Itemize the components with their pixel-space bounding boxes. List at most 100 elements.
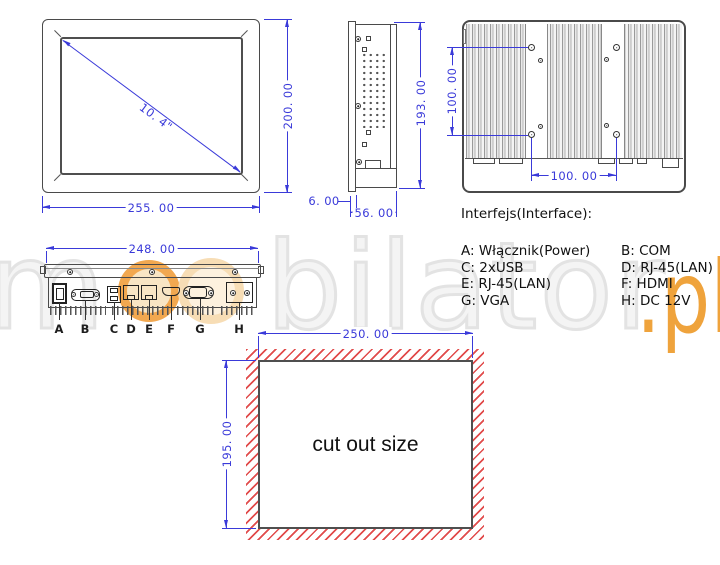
rear-edge-slot (463, 29, 466, 44)
legend-item-c: C: 2xUSB (461, 259, 524, 276)
vesa-horizontal-label: 100. 00 (548, 169, 600, 183)
bottom-heatsink-teeth (112, 306, 169, 315)
legend-item-b: B: COM (621, 243, 671, 259)
side-screw (355, 103, 361, 109)
side-slot (366, 36, 371, 41)
legend-item-g: G: VGA (461, 292, 510, 309)
legend-item-a: A: Włącznik(Power) (461, 243, 591, 259)
port-usb-bottom (110, 296, 118, 301)
port-usb-top (110, 288, 118, 293)
port-power-switch-rocker (56, 288, 64, 300)
cutout-width-label: 250. 00 (340, 327, 392, 341)
extension-line (264, 192, 292, 193)
port-vga-inner (189, 287, 207, 298)
bracket-screw (232, 269, 238, 275)
side-bezel-label: 6. 00 (308, 194, 340, 208)
rear-connector-bump (499, 158, 523, 164)
side-slot (366, 130, 371, 135)
port-vga-screw (208, 290, 214, 296)
port-lan-e-tab (145, 295, 153, 300)
bracket-screw (149, 269, 155, 275)
port-label-a: A (54, 322, 64, 336)
port-com-screw (94, 292, 99, 297)
side-connector (365, 160, 381, 169)
legend-title: Interfejs(Interface): (461, 206, 593, 222)
leader-line-c (114, 302, 115, 320)
side-depth-label: 56. 00 (352, 206, 396, 220)
port-dc-screw (244, 290, 250, 296)
vesa-hole (613, 131, 620, 138)
leader-line-g (200, 299, 201, 320)
extension-line (259, 196, 260, 213)
extension-line (42, 196, 43, 213)
extension-line (258, 336, 259, 358)
port-label-g: G (195, 322, 205, 336)
cutout-height-label: 195. 00 (220, 418, 234, 470)
side-slot (362, 142, 367, 147)
port-dc-screw (230, 290, 236, 296)
rear-connector-bump (598, 158, 615, 164)
front-bezel-outline (42, 19, 260, 193)
port-vga-screw (183, 290, 189, 296)
port-label-d: D (126, 322, 136, 336)
cutout-label: cut out size (312, 432, 419, 456)
extension-line (46, 251, 47, 263)
mount-hole (604, 57, 609, 62)
leader-line-f (171, 296, 172, 320)
port-hdmi (162, 287, 180, 296)
mount-hole (538, 124, 543, 129)
rear-outline (462, 20, 686, 193)
leader-line-h (239, 303, 240, 320)
extension-line (350, 196, 351, 217)
cutout-rectangle: cut out size (258, 360, 473, 529)
side-screw (355, 36, 361, 42)
bottom-heatsink-teeth (221, 306, 256, 315)
extension-line (447, 47, 528, 48)
port-label-h: H (234, 322, 244, 336)
side-vent-holes (361, 52, 387, 128)
rear-connector-bump (619, 158, 633, 164)
port-lan-d-tab (127, 295, 135, 300)
bottom-heatsink-teeth (50, 306, 106, 315)
rear-connector-bump (637, 158, 647, 164)
legend-item-e: E: RJ-45(LAN) (461, 276, 551, 293)
leader-line-a (59, 303, 60, 320)
watermark-letters-bilator: bilator (264, 218, 667, 357)
extension-line (472, 336, 473, 358)
watermark-suffix-pl: .pl (636, 239, 720, 356)
extension-line (222, 360, 256, 361)
port-label-f: F (167, 322, 175, 336)
vesa-hole (528, 131, 535, 138)
legend-grid: A: Włącznik(Power) B: COM C: 2xUSB D: RJ… (461, 243, 713, 309)
bracket-screw (67, 269, 73, 275)
front-width-label: 255. 00 (125, 201, 177, 215)
side-slot (362, 47, 367, 52)
bracket-end-cap (40, 266, 46, 274)
extension-line (222, 528, 256, 529)
port-dc-terminal (226, 282, 253, 303)
extension-line (616, 138, 617, 181)
legend-item-h: H: DC 12V (621, 292, 691, 309)
mount-hole (604, 123, 609, 128)
port-label-b: B (80, 322, 90, 336)
legend-item-f: F: HDMI (621, 276, 673, 293)
bottom-heatsink-teeth (177, 306, 216, 315)
port-label-e: E (145, 322, 153, 336)
extension-line (338, 201, 350, 202)
leader-line-b (85, 300, 86, 320)
vesa-hole (528, 44, 535, 51)
extension-line (396, 191, 397, 217)
mount-hole (538, 58, 543, 63)
legend-item-d: D: RJ-45(LAN) (621, 259, 713, 276)
side-screw (356, 159, 362, 165)
extension-line (394, 22, 425, 23)
leader-line-e (149, 300, 150, 320)
rear-corner-notch (662, 158, 679, 168)
